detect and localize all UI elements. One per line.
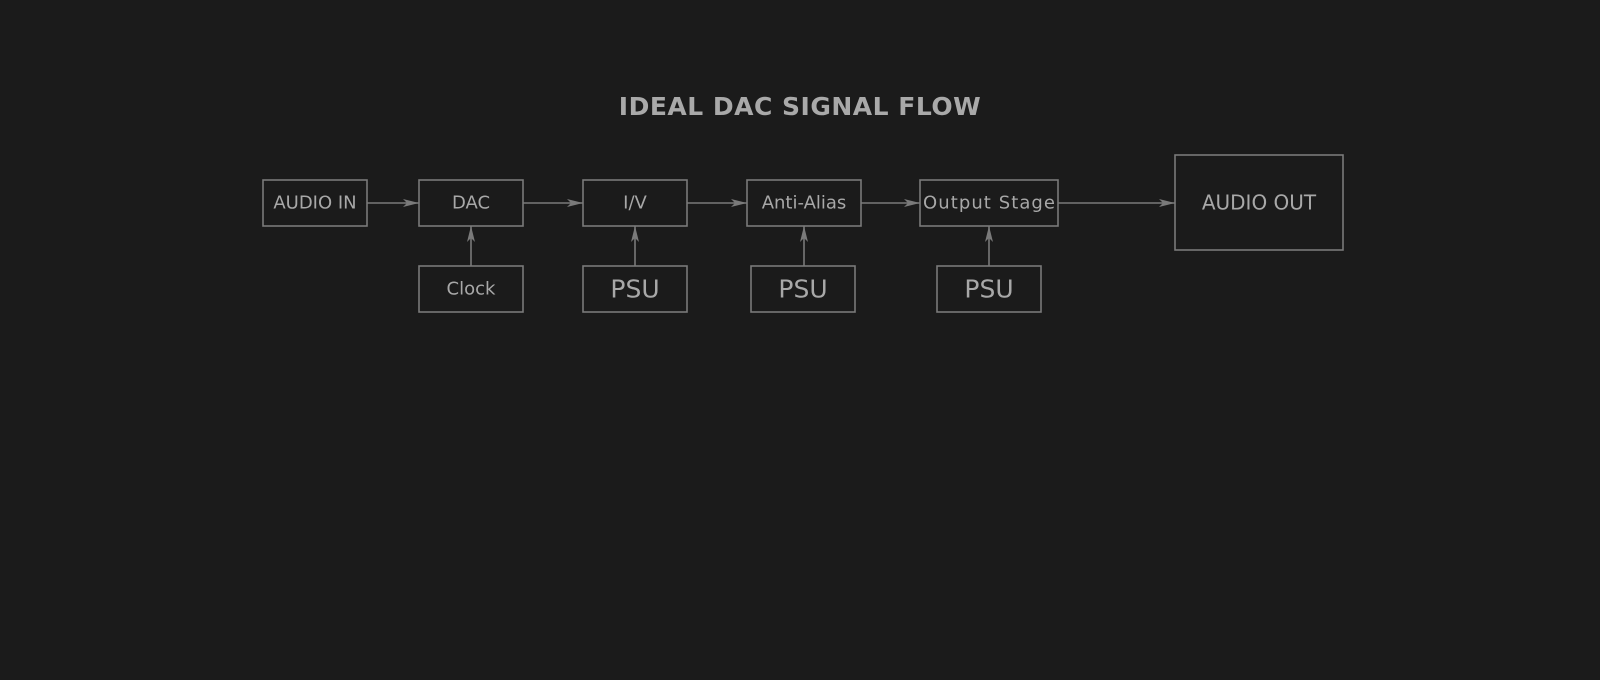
connection-iv-to-anti-alias xyxy=(687,199,747,207)
block-box xyxy=(750,265,856,313)
block-box xyxy=(418,265,524,313)
block-label: DAC xyxy=(452,193,490,214)
block-label: AUDIO IN xyxy=(273,193,356,214)
block-anti-alias: Anti-Alias xyxy=(746,179,862,227)
arrowhead-icon xyxy=(631,226,639,242)
connection-psu-1-to-iv xyxy=(631,226,639,266)
block-box xyxy=(746,179,862,227)
block-psu-1: PSU xyxy=(582,265,688,313)
connection-audio-in-to-dac xyxy=(367,199,419,207)
block-label: PSU xyxy=(778,275,827,304)
block-psu-3: PSU xyxy=(936,265,1042,313)
arrowhead-icon xyxy=(567,199,583,207)
block-dac: DAC xyxy=(418,179,524,227)
block-box xyxy=(936,265,1042,313)
block-label: PSU xyxy=(964,275,1013,304)
arrowhead-icon xyxy=(985,226,993,242)
block-box xyxy=(1174,154,1344,251)
arrowhead-icon xyxy=(800,226,808,242)
block-label: Clock xyxy=(447,279,496,300)
block-audio-out: AUDIO OUT xyxy=(1174,154,1344,251)
block-box xyxy=(582,179,688,227)
arrowhead-icon xyxy=(731,199,747,207)
block-box xyxy=(582,265,688,313)
block-label: PSU xyxy=(610,275,659,304)
block-label: Output Stage xyxy=(923,193,1055,214)
connection-output-stage-to-audio-out xyxy=(1058,199,1175,207)
arrowhead-icon xyxy=(1159,199,1175,207)
block-label: AUDIO OUT xyxy=(1202,191,1317,215)
arrowhead-icon xyxy=(904,199,920,207)
arrowhead-icon xyxy=(403,199,419,207)
connection-anti-alias-to-output-stage xyxy=(861,199,920,207)
connection-clock-to-dac xyxy=(467,226,475,266)
connection-dac-to-iv xyxy=(523,199,583,207)
connection-psu-2-to-anti-alias xyxy=(800,226,808,266)
block-label: Anti-Alias xyxy=(762,193,847,214)
block-box xyxy=(418,179,524,227)
block-psu-2: PSU xyxy=(750,265,856,313)
block-box xyxy=(919,179,1059,227)
block-label: I/V xyxy=(623,193,647,214)
arrowhead-icon xyxy=(467,226,475,242)
block-box xyxy=(262,179,368,227)
block-iv: I/V xyxy=(582,179,688,227)
block-output-stage: Output Stage xyxy=(919,179,1059,227)
connection-psu-3-to-output-stage xyxy=(985,226,993,266)
block-audio-in: AUDIO IN xyxy=(262,179,368,227)
diagram-title: IDEAL DAC SIGNAL FLOW xyxy=(618,92,982,121)
block-clock: Clock xyxy=(418,265,524,313)
